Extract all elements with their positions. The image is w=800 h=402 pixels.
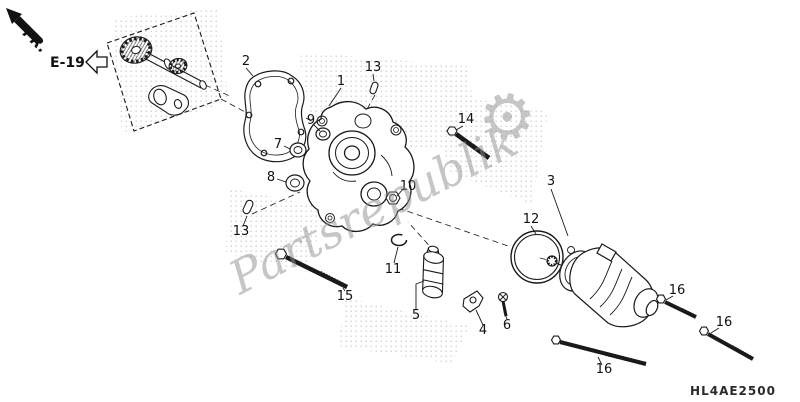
shaft-holder bbox=[148, 85, 189, 116]
callout-5: 5 bbox=[412, 308, 420, 323]
left-block-arrow-icon bbox=[85, 49, 108, 75]
callout-1: 1 bbox=[337, 74, 345, 89]
bolt-14 bbox=[446, 126, 491, 160]
dowel-pin-top bbox=[369, 81, 379, 95]
callout-7: 7 bbox=[274, 137, 282, 152]
driven-gear bbox=[168, 57, 188, 75]
callout-6: 6 bbox=[503, 318, 511, 333]
snap-ring-part bbox=[390, 233, 408, 247]
spool-valve-part bbox=[422, 245, 445, 299]
callout-12: 12 bbox=[523, 212, 540, 227]
ring-9 bbox=[315, 127, 331, 141]
callout-8: 8 bbox=[267, 170, 275, 185]
ring-8 bbox=[285, 174, 305, 192]
screw-6 bbox=[497, 291, 509, 317]
gasket-part bbox=[243, 70, 307, 163]
callout-14: 14 bbox=[458, 112, 475, 127]
callout-3: 3 bbox=[547, 174, 555, 189]
callout-13: 13 bbox=[233, 224, 250, 239]
stay-bracket-part bbox=[462, 290, 484, 313]
callout-13: 13 bbox=[365, 60, 382, 75]
dowel-pin-left bbox=[242, 199, 254, 215]
control-motor-part bbox=[546, 243, 659, 328]
bolt-15 bbox=[274, 248, 349, 290]
seal-rings bbox=[285, 127, 331, 192]
e19-reference: E-19 bbox=[50, 49, 108, 75]
callout-16: 16 bbox=[596, 362, 613, 377]
gear-shaft-assembly bbox=[106, 12, 222, 132]
hex-nut-part bbox=[385, 191, 401, 205]
callout-10: 10 bbox=[400, 179, 417, 194]
o-ring-part bbox=[510, 230, 564, 284]
leader-lines bbox=[242, 67, 720, 366]
e19-label: E-19 bbox=[50, 55, 85, 71]
diagram-code: HL4AE2500 bbox=[690, 384, 776, 398]
callout-4: 4 bbox=[479, 323, 487, 338]
fr-direction-arrow: FR. bbox=[6, 8, 52, 56]
callout-15: 15 bbox=[337, 289, 354, 304]
bolt-16-lower bbox=[698, 326, 754, 361]
bolt-16-bottom bbox=[550, 335, 647, 366]
drive-gear bbox=[119, 36, 153, 64]
callout-16: 16 bbox=[669, 283, 686, 298]
callout-2: 2 bbox=[242, 54, 250, 69]
callout-9: 9 bbox=[307, 113, 315, 128]
fr-arrowhead-icon bbox=[6, 8, 22, 24]
bolt-16-upper bbox=[655, 294, 697, 319]
callout-16: 16 bbox=[716, 315, 733, 330]
callout-11: 11 bbox=[385, 262, 402, 277]
ring-7 bbox=[289, 142, 307, 158]
